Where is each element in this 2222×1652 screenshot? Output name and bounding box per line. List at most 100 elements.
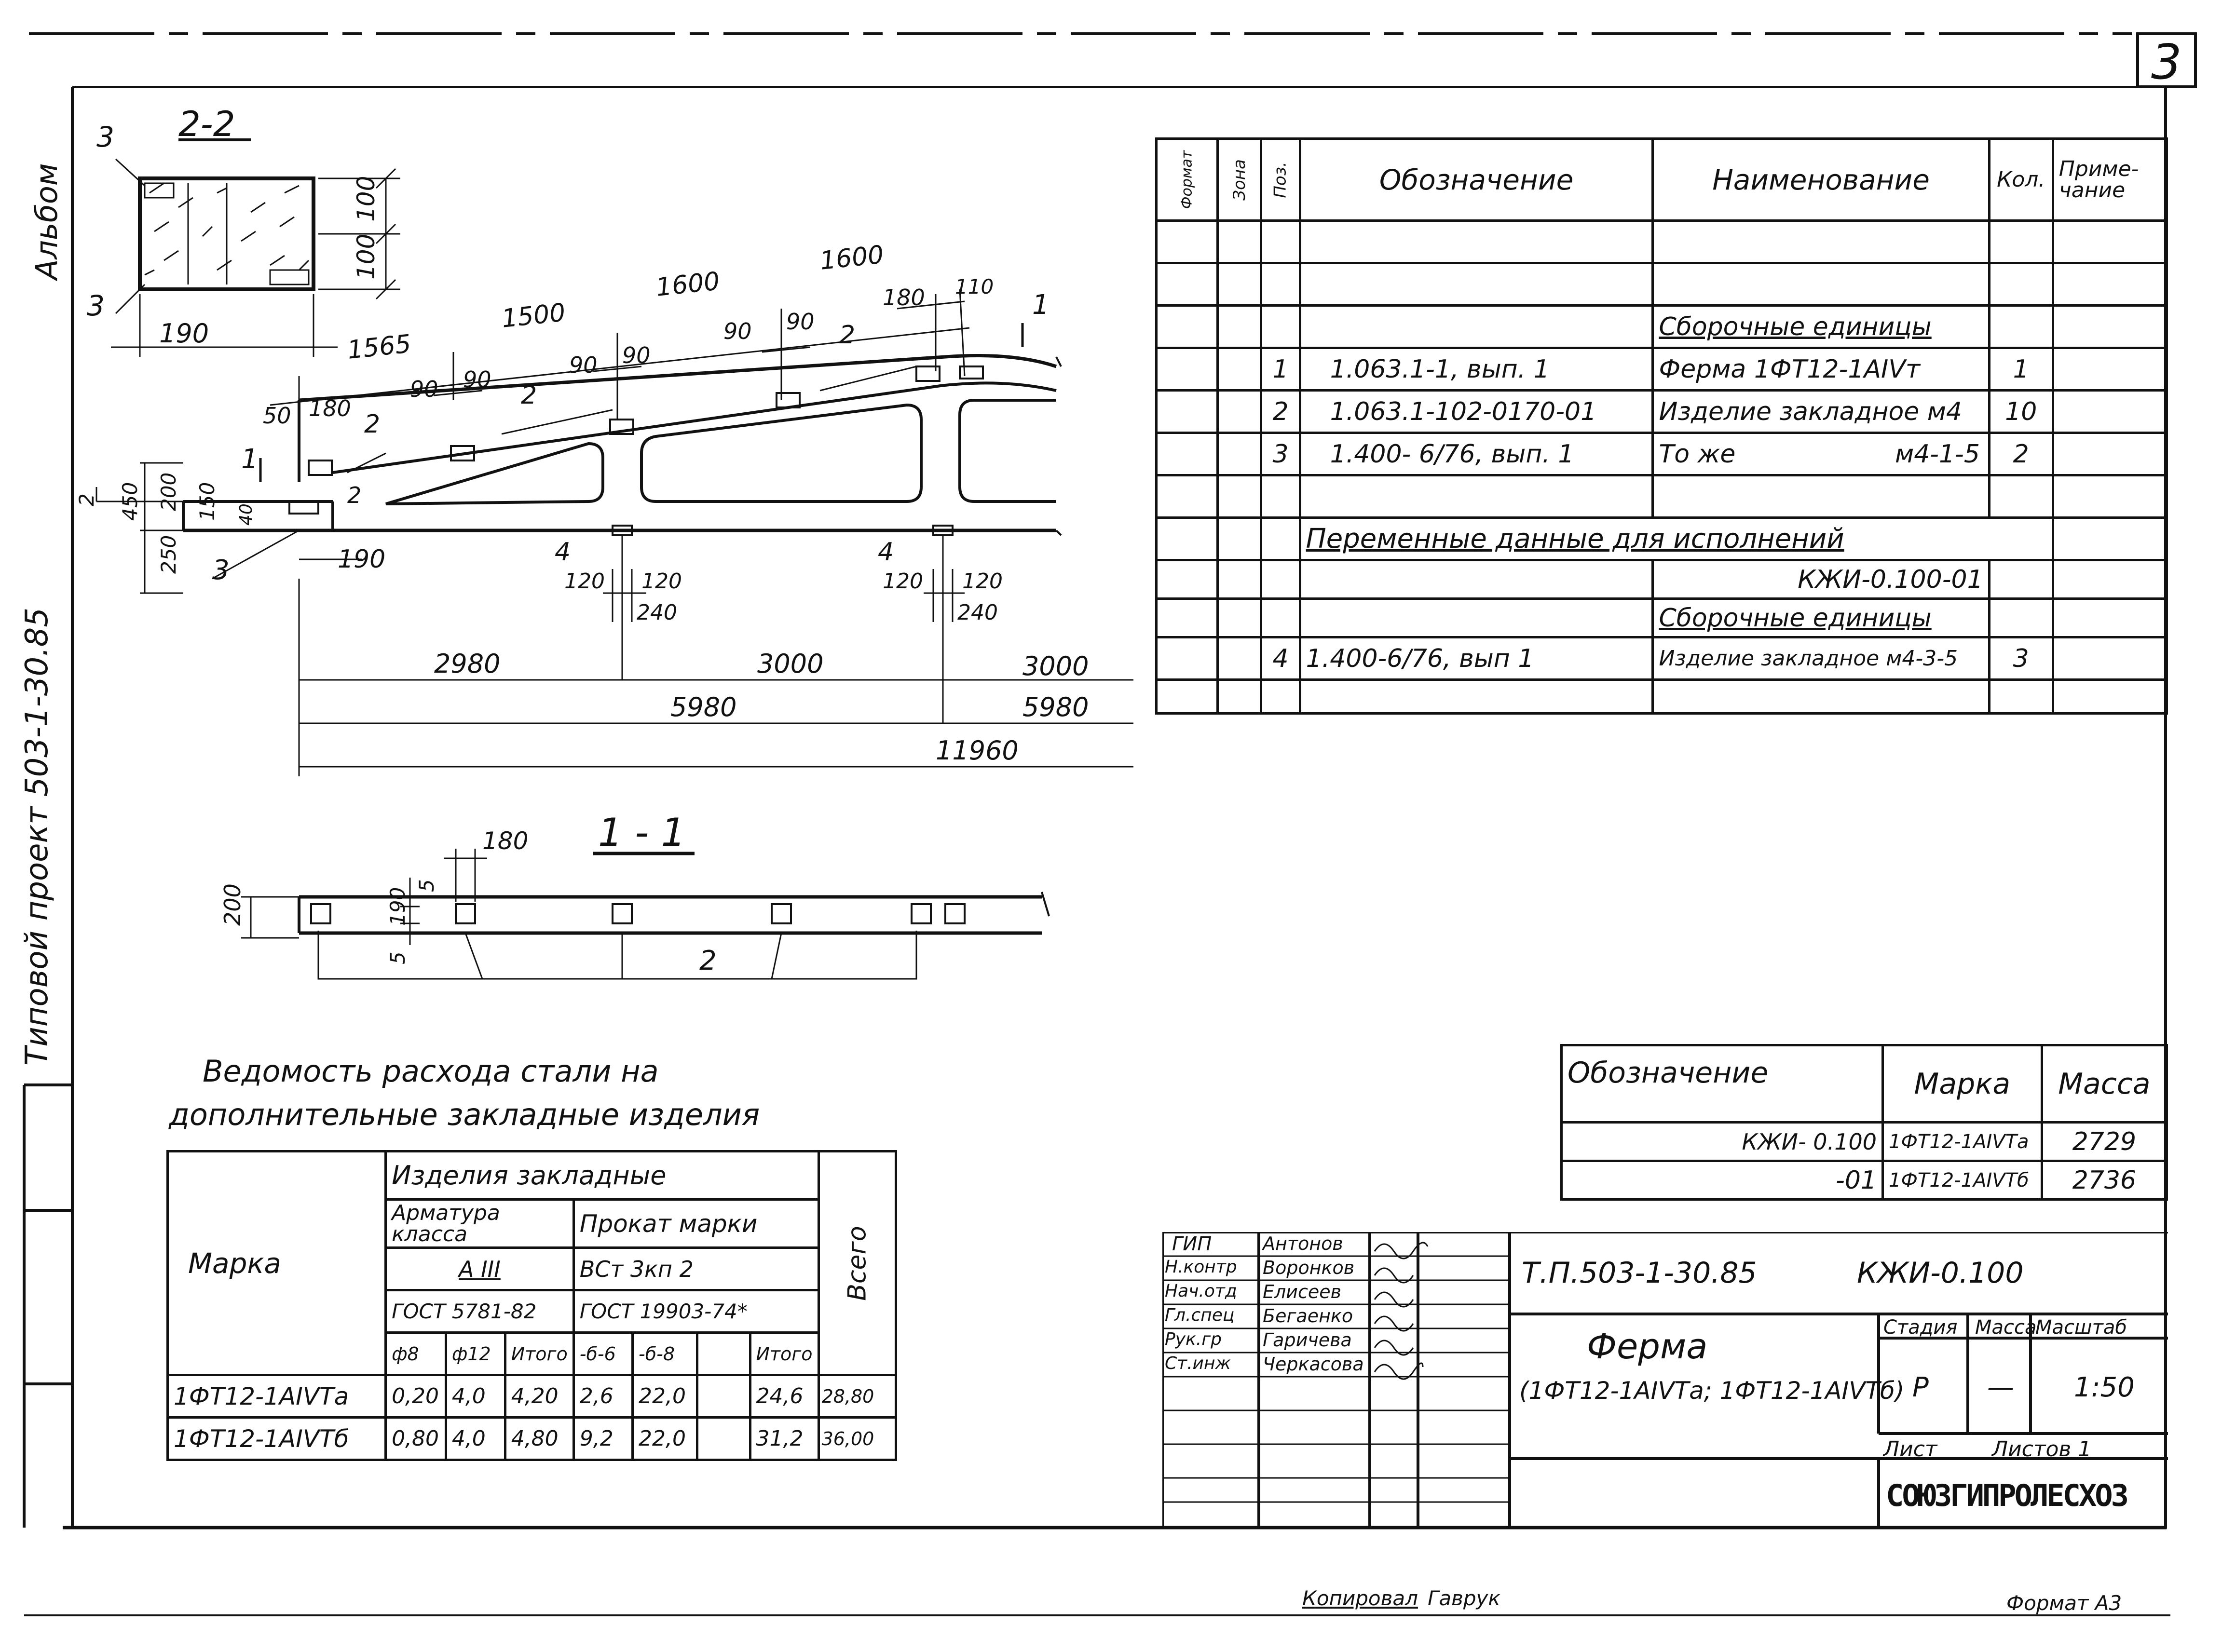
steel-row-b-mark: 1ФТ12-1АIVТб <box>166 1416 387 1461</box>
mass-row-1-mass: 2729 <box>2040 1121 2168 1162</box>
spec-header-zone: Зона <box>1216 137 1263 222</box>
mass-row-2-designation: -01 <box>1560 1160 1884 1201</box>
tb-name-3: Елисеев <box>1263 1281 1342 1302</box>
elev-left-dim-450: 450 <box>118 482 142 521</box>
tb-role-6: Ст.инж <box>1165 1354 1231 1373</box>
elev-left-dim-150: 150 <box>195 482 219 521</box>
steel-sub-total-2: Итого <box>749 1331 820 1376</box>
elev-dim-50: 50 <box>263 403 291 429</box>
footer-copied: Копировал <box>1302 1586 1418 1610</box>
spec-section-assembly: Сборочные единицы <box>1651 304 1990 349</box>
steel-embedded-header: Изделия закладные <box>384 1150 820 1201</box>
tb-name-1: Антонов <box>1263 1233 1343 1254</box>
tb-role-3: Нач.отд <box>1165 1281 1237 1301</box>
steel-row-b-total: 36,00 <box>817 1416 898 1461</box>
spec-row-4-name: Изделие закладное м4-3-5 <box>1651 636 1990 681</box>
tb-doc-code: Т.П.503-1-30.85 <box>1522 1256 1757 1290</box>
steel-sub-b6: -б-6 <box>572 1331 634 1376</box>
steel-table: Марка Изделия закладные Всего Арматура к… <box>166 1150 898 1461</box>
tb-stage-header: Стадия <box>1883 1316 1958 1339</box>
steel-row-a: 1ФТ12-1АIVТа 0,20 4,0 4,20 2,6 22,0 24,6… <box>166 1374 898 1419</box>
elev-dim-110: 110 <box>955 275 994 298</box>
spec-variant-code: КЖИ-0.100-01 <box>1651 559 1990 600</box>
mass-table: Обозначение Марка Масса КЖИ- 0.100 1ФТ12… <box>1560 1044 2168 1201</box>
steel-row-b-v2: 4,0 <box>444 1416 506 1461</box>
steel-sub-empty <box>695 1331 751 1376</box>
steel-row-a-v7: 24,6 <box>749 1374 820 1419</box>
steel-row-b-v3: 4,80 <box>504 1416 575 1461</box>
tb-doc-mark: КЖИ-0.100 <box>1857 1256 2024 1290</box>
mass-header-mark: Марка <box>1881 1044 2043 1124</box>
spec-header-format: Формат <box>1155 137 1219 222</box>
section-2-2-drawing <box>111 138 400 357</box>
album-label: Альбом <box>29 163 64 280</box>
elev-dim-90-5: 90 <box>723 318 752 344</box>
spec-row-4-qty: 3 <box>1988 636 2054 681</box>
mass-row-1-designation: КЖИ- 0.100 <box>1560 1121 1884 1162</box>
tb-role-4: Гл.спец <box>1165 1305 1235 1325</box>
section-1-1-title: 1 - 1 <box>598 810 686 855</box>
spec-variable-data: Переменные данные для исполнений <box>1298 516 2054 561</box>
steel-mark-header: Марка <box>166 1150 387 1376</box>
steel-table-title-1: Ведомость расхода стали на <box>203 1054 659 1089</box>
elev-pos-3: 3 <box>212 555 230 586</box>
tb-organization: СОЮЗГИПРОЛЕСХОЗ <box>1886 1478 2129 1513</box>
steel-row-a-v2: 4,0 <box>444 1374 506 1419</box>
steel-sub-total-1: Итого <box>504 1331 575 1376</box>
tb-item-name: Ферма <box>1587 1326 1708 1367</box>
tb-item-marks: (1ФТ12-1АIVТа; 1ФТ12-1АIVТб) <box>1519 1377 1905 1405</box>
section-1-1-dim-180: 180 <box>482 827 529 855</box>
steel-row-a-v6 <box>695 1374 751 1419</box>
spec-header-note: Приме-чание <box>2051 137 2168 222</box>
elev-left-dim-200: 200 <box>157 472 180 511</box>
spec-section-assembly-2: Сборочные единицы <box>1651 597 1990 638</box>
section-2-2-title: 2-2 <box>178 104 235 144</box>
spec-row-3-designation: 1.400- 6/76, вып. 1 <box>1298 432 1654 476</box>
elev-pos-2-d: 2 <box>347 482 362 508</box>
tb-role-2: Н.контр <box>1165 1257 1237 1277</box>
span-2980: 2980 <box>434 649 501 679</box>
steel-steel-grade: ВСт 3кп 2 <box>572 1246 820 1291</box>
elev-dim-120-4: 120 <box>962 569 1003 594</box>
section-mark-1-right: 1 <box>1032 289 1050 321</box>
signature-scribbles <box>1374 1242 1429 1380</box>
elev-dim-120-3: 120 <box>883 569 923 594</box>
elev-dim-90-6: 90 <box>786 309 815 335</box>
spec-row-2-designation: 1.063.1-102-0170-01 <box>1298 389 1654 434</box>
section-1-1-dim-5-b: 5 <box>386 951 409 964</box>
elev-dim-90-4: 90 <box>622 342 651 368</box>
elev-dim-120-2: 120 <box>641 569 682 594</box>
tb-mass-header: Масса <box>1975 1316 2037 1339</box>
spec-row-3-name: То же м4-1-5 <box>1651 432 1990 476</box>
steel-rolled-mark: Прокат марки <box>572 1198 820 1249</box>
steel-gost-2: ГОСТ 19903-74* <box>572 1289 820 1334</box>
span-3000-a: 3000 <box>757 649 824 679</box>
tb-name-2: Воронков <box>1263 1257 1355 1278</box>
steel-rebar-class: Арматура класса <box>384 1198 575 1249</box>
tb-sheet-label: Лист <box>1883 1437 1937 1462</box>
section-2-2-dim-190: 190 <box>159 318 209 349</box>
tb-sheets-label: Листов 1 <box>1992 1437 2092 1462</box>
elev-pos-2-b: 2 <box>521 381 537 410</box>
section-2-2-pos-bottom: 3 <box>87 289 105 322</box>
footer-copied-by: Гаврук <box>1428 1586 1500 1610</box>
tb-name-6: Черкасова <box>1263 1354 1364 1375</box>
steel-row-a-mark: 1ФТ12-1АIVТа <box>166 1374 387 1419</box>
truss-elevation-drawing <box>182 354 1062 536</box>
spec-row-4-pos: 4 <box>1260 636 1301 681</box>
elev-pos-4-b: 4 <box>878 538 894 567</box>
spec-row-1-designation: 1.063.1-1, вып. 1 <box>1298 347 1654 392</box>
steel-row-b: 1ФТ12-1АIVТб 0,80 4,0 4,80 9,2 22,0 31,2… <box>166 1416 898 1461</box>
span-5980-a: 5980 <box>670 692 737 722</box>
elev-dim-240-b: 240 <box>957 600 998 625</box>
spec-header-pos: Поз. <box>1260 137 1301 222</box>
section-1-1-pos-2: 2 <box>699 945 717 976</box>
tb-mass: — <box>1987 1372 2014 1403</box>
section-1-1-dim-190: 190 <box>386 887 409 926</box>
title-block: ГИП Н.контр Нач.отд Гл.спец Рук.гр Ст.ин… <box>1162 1232 2168 1527</box>
tb-name-4: Бегаенко <box>1263 1305 1353 1327</box>
mass-row-1-mark: 1ФТ12-1АIVТа <box>1881 1121 2043 1162</box>
mass-row-2-mass: 2736 <box>2040 1160 2168 1201</box>
elev-dim-190: 190 <box>338 545 386 574</box>
